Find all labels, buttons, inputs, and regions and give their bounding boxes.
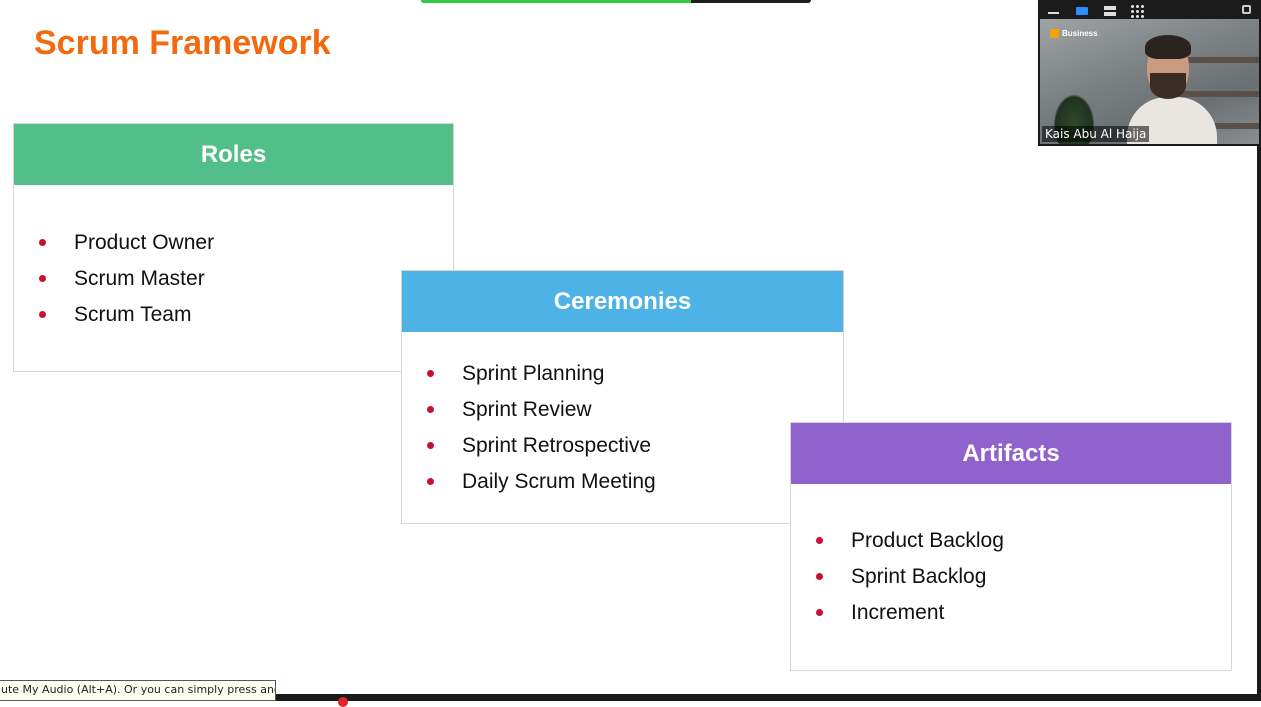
video-toolbar xyxy=(1040,2,1259,19)
roles-list: Product Owner Scrum Master Scrum Team xyxy=(14,225,453,333)
roles-card: Roles Product Owner Scrum Master Scrum T… xyxy=(13,123,454,372)
list-item: Sprint Backlog xyxy=(791,559,1231,595)
list-item: Sprint Retrospective xyxy=(402,428,843,464)
artifacts-list: Product Backlog Sprint Backlog Increment xyxy=(791,523,1231,631)
shelf xyxy=(1169,91,1259,97)
bullet-icon xyxy=(816,537,823,544)
person-hair xyxy=(1145,35,1191,59)
bullet-icon xyxy=(816,609,823,616)
bullet-icon xyxy=(427,478,434,485)
bullet-icon xyxy=(427,406,434,413)
list-item: Product Owner xyxy=(14,225,453,261)
ceremonies-list: Sprint Planning Sprint Review Sprint Ret… xyxy=(402,356,843,500)
list-item: Product Backlog xyxy=(791,523,1231,559)
list-item: Scrum Master xyxy=(14,261,453,297)
roles-header: Roles xyxy=(14,124,453,185)
artifacts-card: Artifacts Product Backlog Sprint Backlog… xyxy=(790,422,1232,671)
participant-video-panel[interactable]: Business Kais Abu Al Haija xyxy=(1038,0,1261,146)
screen-share-indicator xyxy=(421,0,811,3)
notification-badge xyxy=(338,697,348,707)
ceremonies-header: Ceremonies xyxy=(402,271,843,332)
minimize-icon[interactable] xyxy=(1046,4,1062,18)
mute-audio-tooltip: ute My Audio (Alt+A). Or you can simply … xyxy=(0,680,276,701)
meeting-controls-bar xyxy=(276,694,1261,701)
bullet-icon xyxy=(427,442,434,449)
business-logo: Business xyxy=(1050,29,1098,38)
artifacts-header: Artifacts xyxy=(791,423,1231,484)
exit-video-icon[interactable] xyxy=(1239,4,1255,18)
participant-name: Kais Abu Al Haija xyxy=(1042,126,1150,142)
slide-title: Scrum Framework xyxy=(34,24,331,62)
bullet-icon xyxy=(39,311,46,318)
list-item: Sprint Planning xyxy=(402,356,843,392)
list-item: Daily Scrum Meeting xyxy=(402,464,843,500)
shelf xyxy=(1169,57,1259,63)
logo-icon xyxy=(1050,29,1059,38)
screen-share-indicator-fill xyxy=(421,0,691,3)
list-item: Increment xyxy=(791,595,1231,631)
active-speaker-icon[interactable] xyxy=(1074,4,1090,18)
ceremonies-card: Ceremonies Sprint Planning Sprint Review… xyxy=(401,270,844,524)
person-beard xyxy=(1150,73,1186,99)
bullet-icon xyxy=(39,239,46,246)
gallery-view-icon[interactable] xyxy=(1130,3,1146,18)
bullet-icon xyxy=(816,573,823,580)
participant-video: Business Kais Abu Al Haija xyxy=(1040,19,1259,144)
list-item: Scrum Team xyxy=(14,297,453,333)
list-item: Sprint Review xyxy=(402,392,843,428)
bullet-icon xyxy=(427,370,434,377)
strip-view-icon[interactable] xyxy=(1102,4,1118,18)
bullet-icon xyxy=(39,275,46,282)
window-edge xyxy=(1257,146,1261,701)
